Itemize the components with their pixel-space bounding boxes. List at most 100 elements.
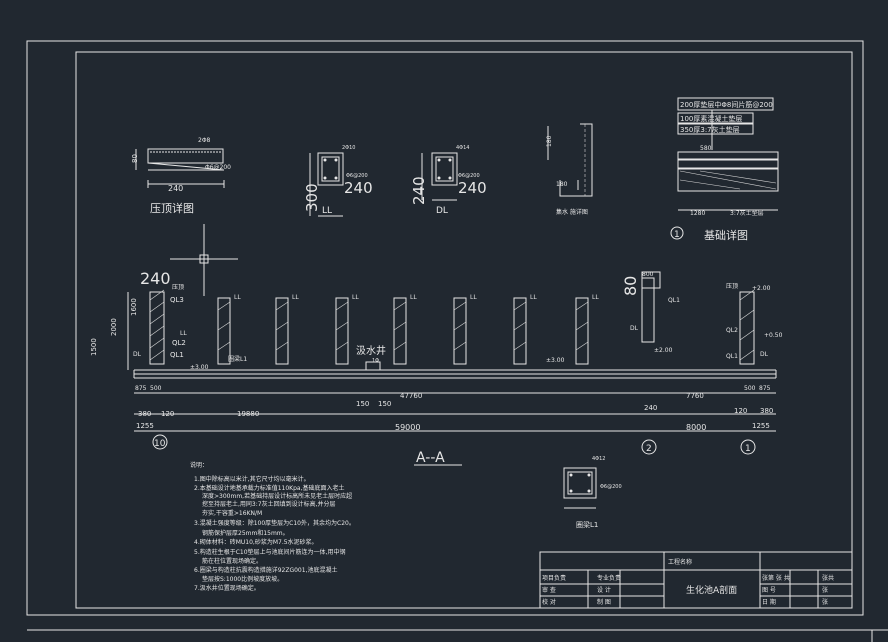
d1-875r: 875 xyxy=(759,385,771,392)
ql1-right-2: QL1 xyxy=(726,353,738,360)
note-3: 深度>300mm,若基础持层设计标高所未见老土层时应超 xyxy=(202,492,352,500)
note-1: 1.图中除标高以米计,其它尺寸均以毫米计。 xyxy=(194,475,310,483)
note-13: 7.汲水井位置现场确定。 xyxy=(194,584,260,592)
ll-rep-6: LL xyxy=(530,294,537,301)
elev-2000: 2000 xyxy=(110,318,118,336)
columns xyxy=(217,297,589,365)
level-mark-4: +2.00 xyxy=(752,285,771,292)
tb-project-label: 工程名称 xyxy=(668,558,692,566)
lbl-dl-left: DL xyxy=(133,351,142,358)
ll-rep-3: LL xyxy=(352,294,359,301)
well-label: 汲水井 xyxy=(356,344,386,357)
note-12: 垫层按S:1000比例坡度放坡。 xyxy=(202,575,283,583)
level-mark-3: ±2.00 xyxy=(654,347,673,354)
pt-dim-240: 240 xyxy=(168,184,183,193)
beam-note-2: Φ6@200 xyxy=(600,484,622,490)
tb-f3: 张 xyxy=(822,598,828,606)
tb-m2: 设 计 xyxy=(597,586,611,594)
inner-frame xyxy=(75,51,853,609)
fd-dim-580: 580 xyxy=(700,145,712,152)
ll-rep-4: LL xyxy=(410,294,417,301)
ql2-right: QL2 xyxy=(726,327,738,334)
note-11: 6.圈梁与构造柱抗震构造措施详92ZG001,池底混凝土 xyxy=(194,566,337,574)
axis-2: 2 xyxy=(646,444,652,454)
notes-heading: 说明： xyxy=(190,461,208,469)
d3-59000: 59000 xyxy=(395,423,420,432)
pt-note-2: Φ6@200 xyxy=(205,164,231,171)
coping-right: 压顶 xyxy=(726,283,738,290)
note-9: 5.构造柱生根于C10垫层上与池底间片筋连为一体,用中钢 xyxy=(194,548,345,556)
d2-380l: 380 xyxy=(138,410,151,418)
dl-dim-240v: 240 xyxy=(410,176,428,205)
ql1-right: QL1 xyxy=(668,297,680,304)
ll-rep-1: LL xyxy=(234,294,241,301)
dl-right: DL xyxy=(630,325,639,332)
tb-m1: 专业负责 xyxy=(597,574,621,582)
level-mark-5: +0.50 xyxy=(764,332,783,339)
note-7: 钢筋保护层厚25mm和15mm。 xyxy=(202,529,289,537)
ll-rep-2: LL xyxy=(292,294,299,301)
tb-r1: 张第 张 共 xyxy=(762,574,790,582)
fd-note-2: 100厚素混凝土垫层 xyxy=(680,114,742,123)
lbl-ql3: QL3 xyxy=(170,296,184,304)
note-5: 夯实,干容重>16KN/M xyxy=(202,509,262,517)
dl-right-2: DL xyxy=(760,351,769,358)
fd-note-3: 350厚3:7灰土垫层 xyxy=(680,125,740,134)
section-a-a: 240 1600 2000 1500 压顶 QL3 QL2 QL1 LL DL … xyxy=(90,224,783,466)
fd-note-1: 200厚垫层中Φ8间片筋@200 xyxy=(680,100,773,109)
tb-drawing-title: 生化池A剖面 xyxy=(686,584,737,596)
tb-m3: 制 图 xyxy=(597,598,611,606)
dl-note-1: 4Φ14 xyxy=(456,145,469,151)
d3-1255r: 1255 xyxy=(752,422,770,430)
notes: 说明： 1.图中除标高以米计,其它尺寸均以毫米计。 2.本基础设计地基承载力标准… xyxy=(190,461,355,592)
note-6: 3.混凝土强度等级：除100厚垫层为C10外，其余均为C20。 xyxy=(194,519,355,527)
ring-beam-label: 圈梁L1 xyxy=(228,355,247,363)
d2-120l: 120 xyxy=(161,410,174,418)
foundation-detail: 200厚垫层中Φ8间片筋@200 100厚素混凝土垫层 350厚3:7灰土垫层 … xyxy=(670,97,779,242)
d3-8000: 8000 xyxy=(686,423,706,432)
d2-19880: 19880 xyxy=(237,410,259,418)
ll-dim-300: 300 xyxy=(303,183,321,212)
title-block: 工程名称 生化池A剖面 项目负责 审 查 校 对 专业负责 设 计 制 图 张第… xyxy=(539,551,853,609)
ll-note-2: Φ6@200 xyxy=(346,173,368,179)
d2-240: 240 xyxy=(644,404,657,412)
axis-10: 10 xyxy=(154,439,166,449)
d1-500l: 500 xyxy=(150,385,162,392)
d2-120r: 120 xyxy=(734,407,747,415)
dl-dim-240h: 240 xyxy=(458,179,487,197)
big-dim-80: 80 xyxy=(621,276,640,296)
fd-dim-1280: 1280 xyxy=(690,210,705,217)
tb-l2: 审 查 xyxy=(542,586,556,594)
d3-1255l: 1255 xyxy=(136,422,154,430)
lbl-ll-left: LL xyxy=(180,330,187,337)
elev-1500: 1500 xyxy=(90,338,98,356)
level-mark-1: ±3.00 xyxy=(190,364,209,371)
dl-note-2: Φ6@200 xyxy=(458,173,480,179)
ov-dim-2: 180 xyxy=(556,181,568,188)
ll-detail: 300 240 2Φ10 Φ6@200 LL xyxy=(303,145,373,217)
tb-f2: 张 xyxy=(822,586,828,594)
d1-875l: 875 xyxy=(135,385,147,392)
tb-l1: 项目负责 xyxy=(542,574,566,582)
right-top-dim: 800 xyxy=(642,271,654,278)
ll-rep-5: LL xyxy=(470,294,477,301)
section-title: A--A xyxy=(416,450,445,466)
axis-1: 1 xyxy=(745,444,751,454)
ring-beam-section: 4Φ12 Φ6@200 圈梁L1 xyxy=(563,456,622,529)
foundation-title: 基础详图 xyxy=(704,228,748,242)
beam-label: 圈梁L1 xyxy=(576,520,598,529)
lbl-ql1: QL1 xyxy=(170,351,184,359)
dl-detail: 240 240 4Φ14 Φ6@200 DL xyxy=(410,145,487,216)
overflow-title: 集水 施详图 xyxy=(556,208,588,216)
fd-dim-3: 3:7灰土垫层 xyxy=(730,209,764,217)
d1-500r: 500 xyxy=(744,385,756,392)
ll-label: LL xyxy=(322,206,332,216)
note-8: 4.砌体材料：砖MU10,砂浆为M7.5水泥砂浆。 xyxy=(194,538,318,546)
pt-note-1: 2Φ8 xyxy=(198,137,211,144)
d2-150b: 150 xyxy=(378,400,391,408)
dl-label: DL xyxy=(436,206,448,216)
pt-dim-80: 80 xyxy=(131,154,139,163)
d2-150a: 150 xyxy=(356,400,369,408)
fd-marker: 1 xyxy=(674,230,680,240)
